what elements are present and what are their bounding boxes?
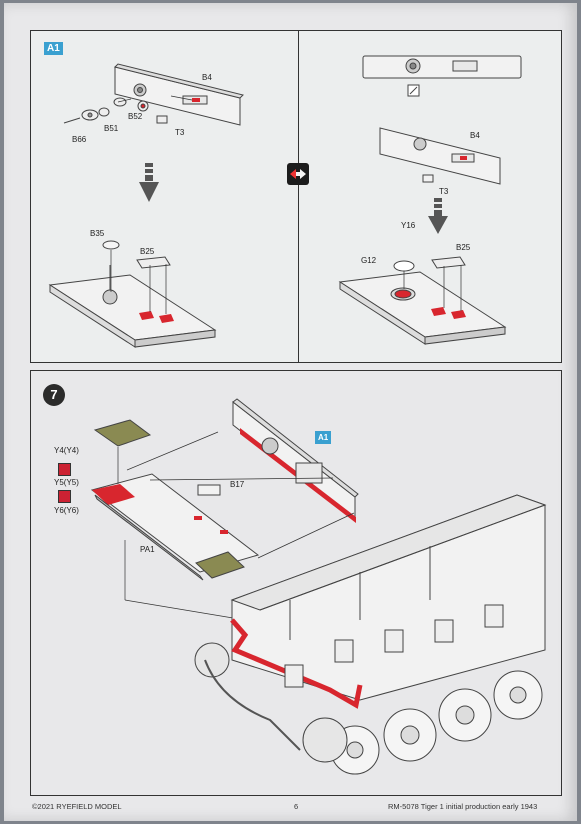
a1-badge: A1: [44, 42, 63, 55]
part-label-b35: B35: [90, 229, 105, 238]
part-label-b4: B4: [202, 73, 212, 82]
hull-upper-panel: [232, 398, 359, 523]
panel-divider: [298, 30, 300, 363]
part-label-b4-right: B4: [470, 131, 480, 140]
down-arrow-left: [139, 163, 159, 202]
option-arrow-icon: [58, 490, 71, 503]
part-label-b25-left: B25: [140, 247, 155, 256]
part-label-b51: B51: [104, 124, 119, 133]
part-label-y6: Y6(Y6): [54, 506, 79, 515]
road-wheels: [194, 642, 543, 775]
part-label-b25-right: B25: [456, 243, 471, 252]
b4-panel-assembled-left: [48, 240, 217, 348]
part-label-b52: B52: [128, 112, 143, 121]
part-label-t3: T3: [175, 128, 185, 137]
page-number: 6: [294, 802, 299, 811]
b4-panel-right-exploded: [379, 127, 501, 185]
part-label-b17: B17: [230, 480, 245, 489]
copyright-text: ©2021 RYEFIELD MODEL: [32, 802, 122, 811]
pe-sheet-y4: [93, 419, 152, 447]
small-parts-b51-b52: [63, 97, 168, 124]
part-label-y4: Y4(Y4): [54, 446, 79, 455]
b4-panel-top-right: [362, 55, 522, 97]
product-title: RM-5078 Tiger 1 initial production early…: [388, 802, 538, 811]
step-7-panel: [30, 370, 562, 796]
b4-panel-top-left: [114, 63, 244, 126]
b4-panel-assembled-right: [338, 256, 507, 345]
down-arrow-right: [428, 198, 448, 234]
part-label-t3-right: T3: [439, 187, 449, 196]
part-label-y16: Y16: [401, 221, 416, 230]
step-number: 7: [43, 384, 65, 406]
alternative-swap-icon: [287, 163, 309, 185]
part-label-g12: G12: [361, 256, 377, 265]
fender-pa1: [90, 473, 260, 581]
option-arrow-icon: [58, 463, 71, 476]
part-label-pa1: PA1: [140, 545, 155, 554]
track-links: [204, 659, 301, 751]
a1-reference-badge: A1: [315, 431, 332, 444]
part-label-b66: B66: [72, 135, 87, 144]
torsion-bars: [284, 604, 504, 688]
part-label-y5: Y5(Y5): [54, 478, 79, 487]
tank-hull: [230, 494, 547, 709]
